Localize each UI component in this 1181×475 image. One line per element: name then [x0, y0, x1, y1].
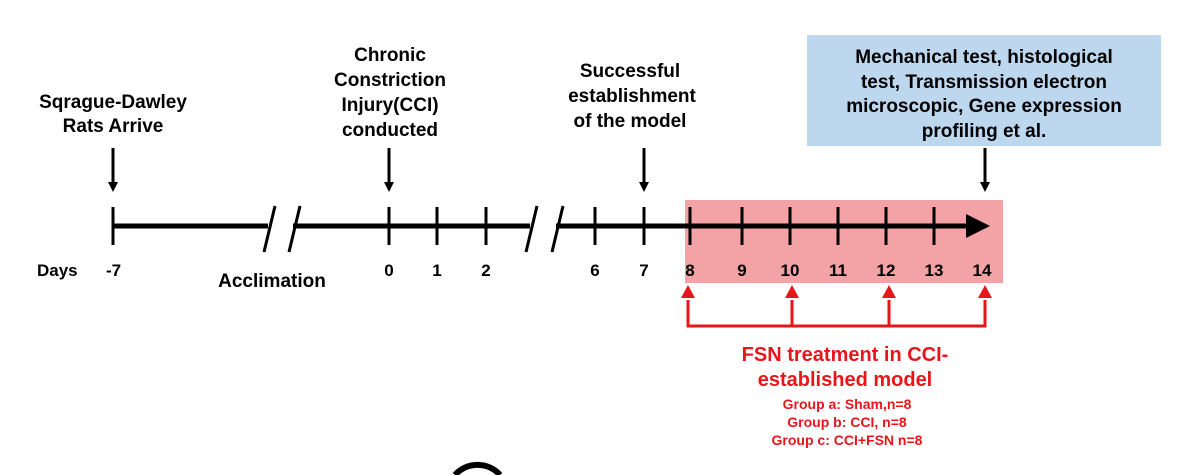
tests-label-line4: profiling et al. [922, 121, 1047, 142]
model-label-line2: establishment [568, 86, 696, 107]
acclimation-label: Acclimation [218, 271, 326, 292]
tick-label-13: 13 [925, 261, 944, 280]
cci-label-line1: Chronic [354, 45, 426, 66]
treatment-bracket [686, 300, 987, 328]
tick-label-1: 1 [432, 261, 441, 280]
group-b-label: Group b: CCI, n=8 [787, 414, 907, 430]
tick-label-9: 9 [737, 261, 746, 280]
tick-label-14: 14 [973, 261, 992, 280]
days-label: Days [37, 261, 78, 280]
partial-circle-shape [452, 461, 503, 475]
model-label-line1: Successful [580, 61, 680, 82]
axis-break-2 [524, 205, 565, 253]
arrive-label-line2: Rats Arrive [63, 116, 164, 137]
fsn-label-line1: FSN treatment in CCI- [742, 344, 949, 366]
tick-label-7: 7 [639, 261, 648, 280]
cci-label-line3: Injury(CCI) [341, 95, 438, 116]
timeline-arrowhead [966, 214, 990, 238]
tests-box [807, 35, 1161, 146]
tick-label--7: -7 [106, 261, 121, 280]
tick-label-10: 10 [781, 261, 800, 280]
tick-label-12: 12 [877, 261, 896, 280]
tick-label-8: 8 [685, 261, 694, 280]
cci-label-line4: conducted [342, 120, 438, 141]
treatment-arrow-10 [785, 285, 799, 298]
axis-break-1 [262, 205, 302, 253]
model-label-line3: of the model [574, 111, 687, 132]
arrive-label-line1: Sqrague-Dawley [39, 92, 187, 113]
tests-label-line1: Mechanical test, histological [855, 47, 1113, 68]
treatment-arrow-8 [681, 285, 695, 298]
tick-label-0: 0 [384, 261, 393, 280]
treatment-period-box [685, 200, 1003, 283]
tick-label-11: 11 [829, 261, 847, 280]
tests-label-line2: test, Transmission electron [861, 72, 1107, 93]
tests-label-line3: microscopic, Gene expression [846, 96, 1122, 117]
treatment-arrow-12 [882, 285, 896, 298]
treatment-arrow-14 [978, 285, 992, 298]
group-c-label: Group c: CCI+FSN n=8 [772, 432, 923, 448]
group-a-label: Group a: Sham,n=8 [783, 396, 912, 412]
cci-label-line2: Constriction [334, 70, 446, 91]
tick-label-6: 6 [590, 261, 599, 280]
fsn-label-line2: established model [758, 369, 933, 391]
tick-label-2: 2 [481, 261, 490, 280]
